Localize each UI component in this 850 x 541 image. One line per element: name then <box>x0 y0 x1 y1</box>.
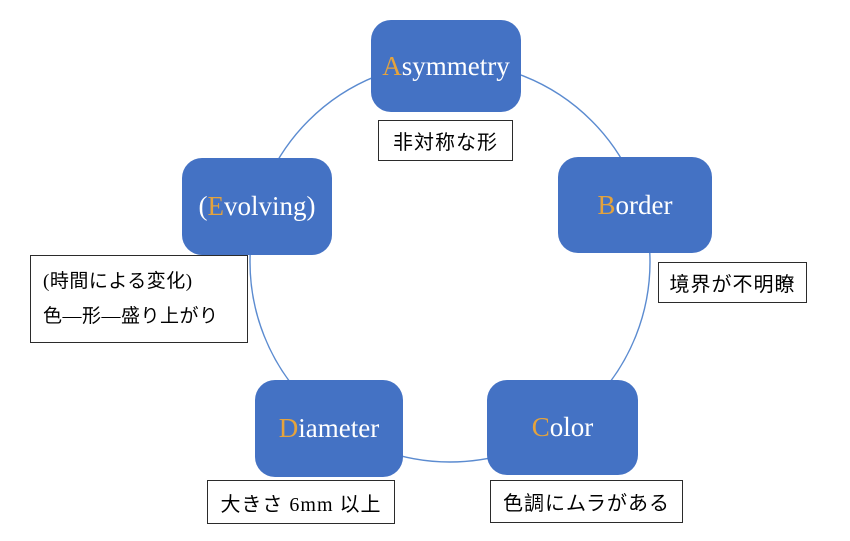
node-asymmetry-initial: A <box>382 50 402 81</box>
note-evolving-line1: (時間による変化) <box>43 271 193 292</box>
note-asymmetry: 非対称な形 <box>378 120 513 161</box>
note-evolving: (時間による変化) 色―形―盛り上がり <box>30 255 248 343</box>
node-border-initial: B <box>597 189 616 220</box>
node-color-initial: C <box>531 412 550 442</box>
node-evolving-prefix: ( <box>198 191 208 221</box>
node-evolving-initial: E <box>207 191 225 221</box>
node-asymmetry-label: symmetry <box>401 50 510 81</box>
node-diameter-initial: D <box>278 413 299 443</box>
node-evolving-label: volving) <box>224 191 316 221</box>
note-border: 境界が不明瞭 <box>658 262 807 303</box>
note-diameter: 大きさ 6mm 以上 <box>207 480 395 524</box>
node-diameter-label: iameter <box>298 413 380 443</box>
node-border-label: order <box>615 189 673 220</box>
node-color-label: olor <box>549 412 594 442</box>
note-color: 色調にムラがある <box>490 480 683 523</box>
note-evolving-line2: 色―形―盛り上がり <box>43 306 219 327</box>
